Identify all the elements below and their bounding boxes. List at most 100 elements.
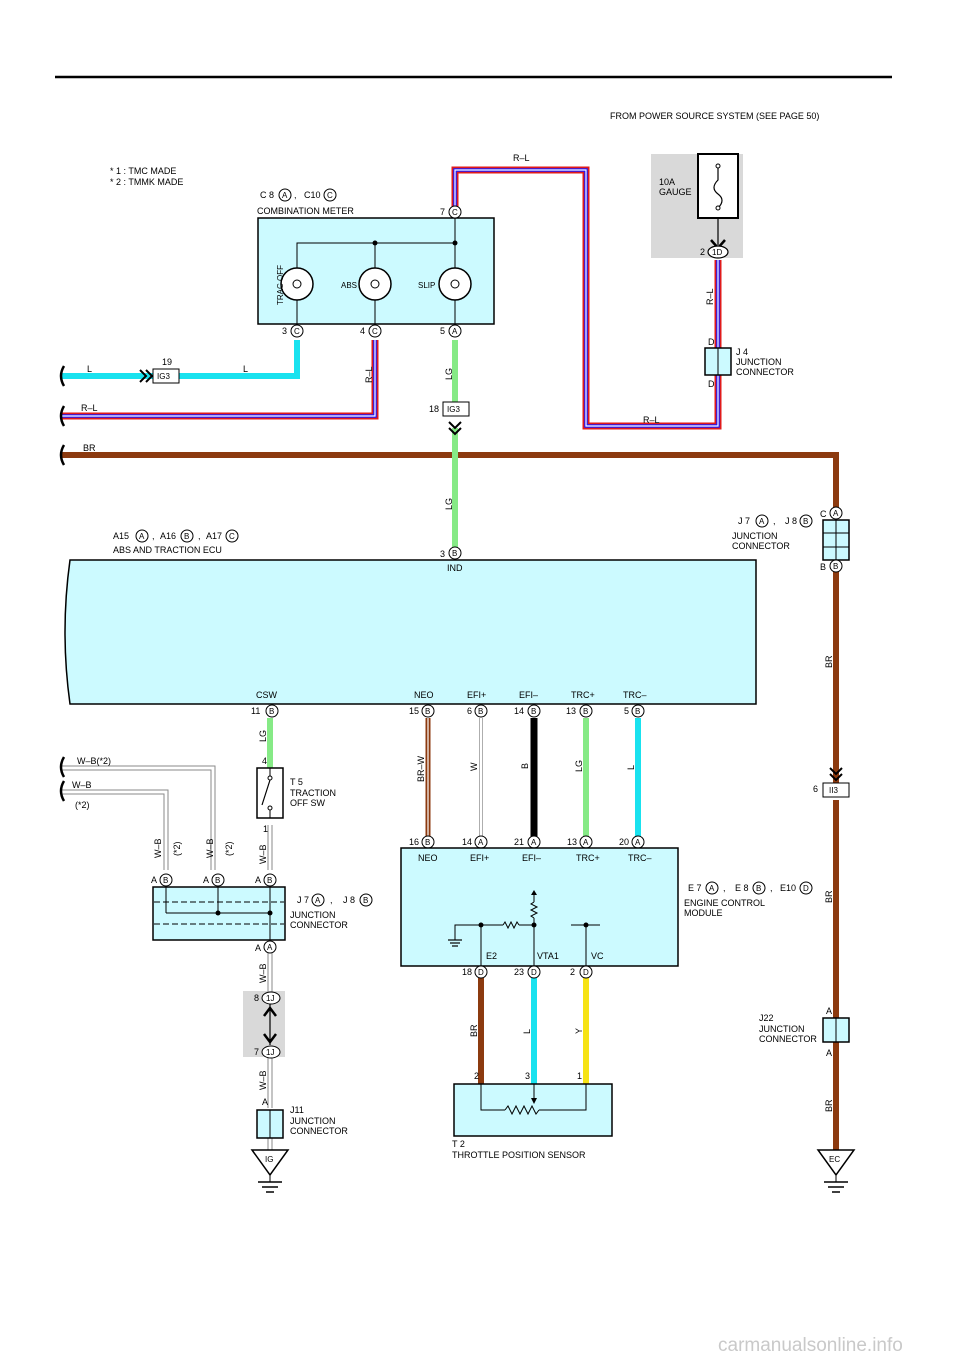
ecu-letter3: C [229,532,235,541]
ecu-trcm-label: TRC– [623,690,647,700]
meter-pin4: 4 [360,326,365,336]
ig3-name-18: IG3 [447,405,460,414]
lamp-slip-label: SLIP [418,281,435,290]
ecu-pin-neo-letter: B [425,707,430,716]
ecm-ground-icon [448,939,462,947]
wire-label-rl-fuse: R–L [705,288,715,305]
ig3-chevron-18 [448,421,462,436]
meter-letter2: C [327,191,333,200]
ecu-efim-label: EFI– [519,690,538,700]
fuse-name: GAUGE [659,187,692,197]
lamp-trac-off-label: TRAC OFF [276,265,285,305]
ecm-pin16: 16 [409,837,419,847]
ecm-pin23: 23 [514,967,524,977]
j22-pin-bottom: A [826,1048,832,1058]
meter-code1: C 8 [260,190,274,200]
tps-pin1: 1 [577,1071,582,1081]
ecu-ind-letter: B [452,549,457,558]
meter-code2: C10 [304,190,321,200]
jl-sep: , [330,895,333,905]
ecu-efip-label: EFI+ [467,690,486,700]
jr-title2: CONNECTOR [732,541,790,551]
wire-label-lg-csw: LG [258,730,268,742]
ij-conn-bottom: 1J [266,1048,274,1057]
fuse-amp: 10A [659,177,675,187]
ecu-pin-csw: 11 [251,706,260,716]
j22-title: J22 [759,1013,774,1023]
ii3-name: II3 [829,786,838,795]
fuse-conn-badge [707,245,729,259]
wire-label-wb-v1: W–B [153,838,163,858]
ecu-pin-trcp-letter: B [583,707,588,716]
wire-label-wb-v3: W–B [258,844,268,864]
fuse-element [713,166,723,209]
ecm-trcm-label: TRC– [628,853,652,863]
ecm-pin2-letter: D [583,968,589,977]
ecm-arrow-icon [531,890,537,895]
wire-label-star2-v1: (*2) [172,841,182,856]
j22-pin-top: A [826,1006,832,1016]
ig3-pin18: 18 [429,404,439,414]
ecm-pin14: 14 [462,837,472,847]
wire-wb-group [62,765,273,1150]
ecu-pin-efim: 14 [514,706,524,716]
meter-pin5: 5 [440,326,445,336]
ecm-pin13: 13 [567,837,577,847]
ecu-ind-pin: 3 [440,549,445,559]
ground-ec-icon [816,1149,856,1177]
wire-label-l-right: L [243,364,248,374]
j22-line2: CONNECTOR [759,1034,817,1044]
wire-label-wb-v5: W–B [258,1070,268,1090]
jr-pin-c: C [820,509,827,519]
ii3-chevron [829,767,843,782]
wire-label-b: B [520,763,530,769]
j4-title: J 4 [736,347,748,357]
ecm-pin18: 18 [462,967,472,977]
j4-line2: CONNECTOR [736,367,794,377]
lamp-abs-label: ABS [341,281,357,290]
wire-label-br-right2: BR [824,890,834,903]
jl-pin-a3-letter: B [267,876,272,885]
ecu-pin-csw-letter: B [269,707,274,716]
wire-label-rl-left: R–L [81,403,98,413]
ecu-letter1: A [139,532,145,541]
wire-label-wb-v4: W–B [258,963,268,983]
ecm-code2: E 8 [735,883,749,893]
jl-pin-a1-letter: B [163,876,168,885]
wire-label-star2-v2: (*2) [224,841,234,856]
ground-ig-icon [250,1149,290,1177]
jl-pin-bot: A [255,943,261,953]
ground-ig-label: IG [265,1155,273,1164]
ecm-pin20: 20 [619,837,629,847]
ecu-ind-label: IND [447,563,463,573]
j4-pin-bottom: D [708,379,715,389]
power-source-label: FROM POWER SOURCE SYSTEM (SEE PAGE 50) [610,111,819,121]
meter-top-pin: 7 [440,207,445,217]
ecm-letter3: D [803,884,809,893]
note-tmc: * 1 : TMC MADE [110,166,176,176]
jl-letter1: A [315,896,321,905]
ecu-letter2: B [184,532,189,541]
wire-breaks [59,365,66,802]
wire-rl-abs [62,340,379,420]
wire-label-star2-left: (*2) [75,800,90,810]
wire-label-rl-bottom: R–L [643,415,660,425]
ecm-trcp-label: TRC+ [576,853,600,863]
wire-label-rl-top: R–L [513,153,530,163]
wire-label-wb-v2: W–B [205,838,215,858]
wire-l-trac [62,340,300,379]
ecm-neo-label: NEO [418,853,438,863]
wire-label-y-vc: Y [574,1028,584,1034]
ig3-name-19: IG3 [157,372,170,381]
j4-pin-top: D [708,337,715,347]
ecm-pin14-letter: A [478,838,484,847]
ecm-sep1: , [723,883,726,893]
j11-pin: A [262,1097,268,1107]
meter-pin3: 3 [282,326,287,336]
ecm-pin2: 2 [570,967,575,977]
wire-label-rl-abs: R–L [364,366,374,383]
ecm-efip-label: EFI+ [470,853,489,863]
ij-conn-top: 1J [266,994,274,1003]
meter-top-letter: C [452,208,458,217]
